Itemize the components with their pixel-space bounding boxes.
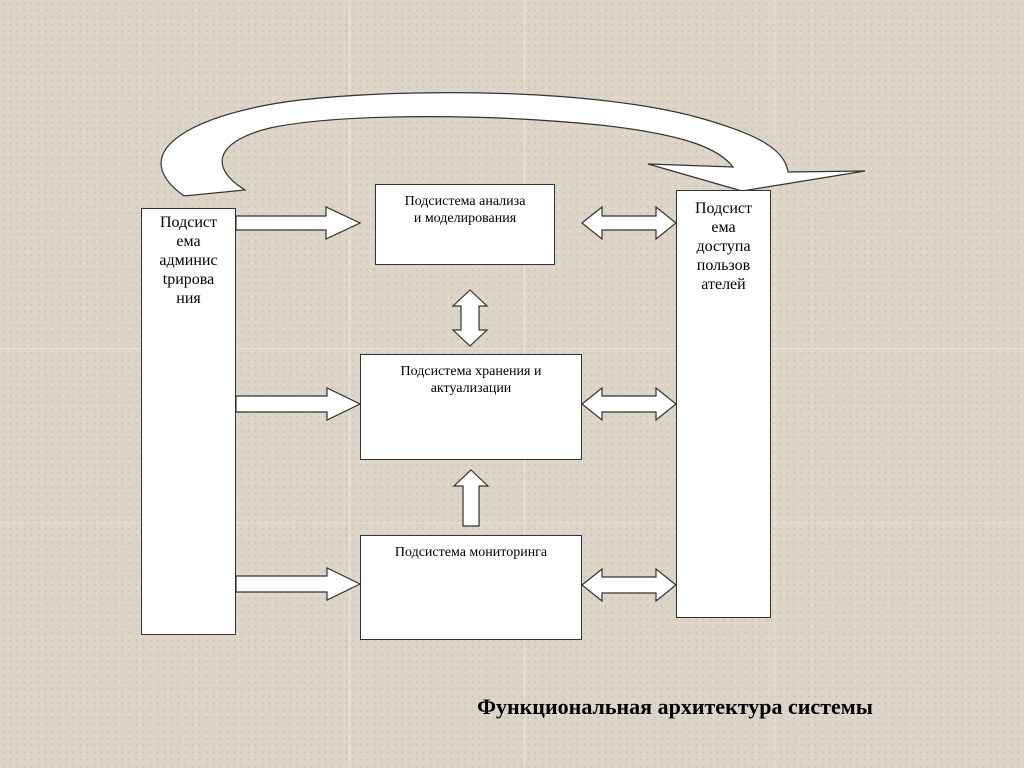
arrow-monitoring-users: [581, 567, 677, 603]
curved-arrow-admin-to-users: [160, 92, 866, 197]
storage-subsystem-box: Подсистема хранения и актуализации: [360, 354, 582, 460]
analysis-subsystem-box: Подсистема анализа и моделирования: [375, 184, 555, 265]
diagram-caption: Функциональная архитектура системы: [477, 694, 873, 719]
monitoring-subsystem-label: Подсистема мониторинга: [394, 545, 548, 560]
admin-subsystem-label: Подсист ема админис tрирова ния: [159, 214, 218, 307]
arrow-admin-to-monitoring: [235, 567, 362, 601]
user-access-subsystem-box: Подсист ема доступа пользов ателей: [676, 190, 771, 618]
user-access-subsystem-label: Подсист ема доступа пользов ателей: [695, 200, 752, 293]
analysis-subsystem-label: Подсистема анализа и моделирования: [404, 194, 526, 226]
arrow-analysis-users: [581, 205, 677, 241]
arrow-storage-users: [581, 386, 677, 422]
arrow-monitoring-to-storage: [452, 469, 490, 527]
monitoring-subsystem-box: Подсистема мониторинга: [360, 535, 582, 640]
arrow-analysis-storage: [451, 289, 489, 347]
admin-subsystem-box: Подсист ема админис tрирова ния: [141, 208, 236, 635]
storage-subsystem-label: Подсистема хранения и актуализации: [400, 364, 542, 396]
arrow-admin-to-storage: [235, 387, 362, 421]
arrow-admin-to-analysis: [235, 206, 362, 240]
